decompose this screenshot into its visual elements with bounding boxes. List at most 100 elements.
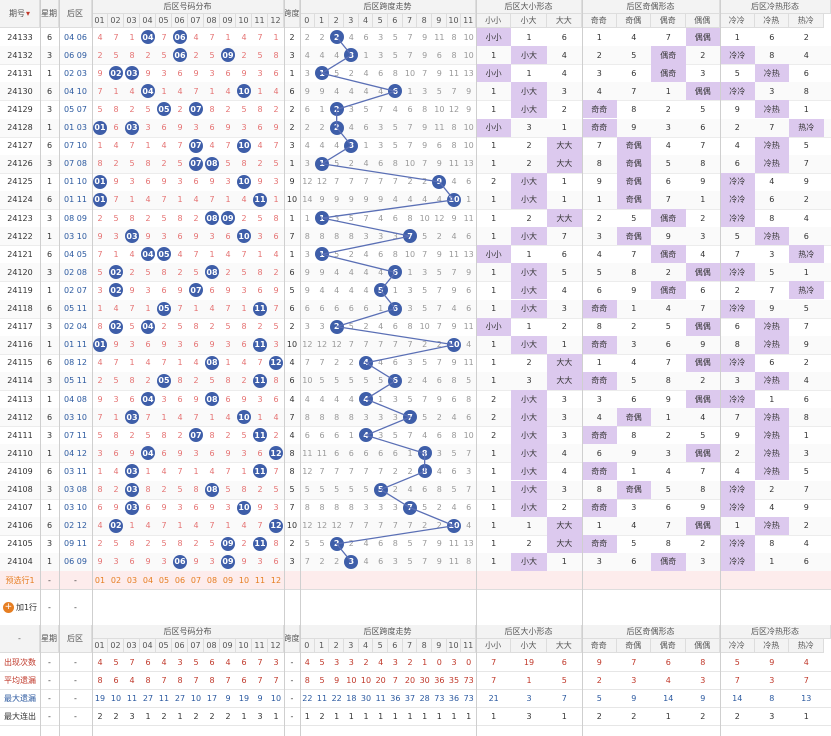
dist-cell: 11 xyxy=(252,535,268,553)
pred-number[interactable]: 05 xyxy=(158,575,170,585)
trend-cell: 4 xyxy=(319,50,325,60)
period-cell[interactable]: 24105 xyxy=(7,539,33,549)
pred-number[interactable]: 08 xyxy=(206,575,218,585)
trend-cell: 4 xyxy=(422,376,428,386)
trend-cell: 3 xyxy=(363,503,369,513)
hot-cell: 冷热 xyxy=(754,516,789,535)
odd-cell: 6 xyxy=(665,340,671,350)
dist-cell: 1 xyxy=(257,412,263,422)
dist-ball: 10 xyxy=(237,174,251,189)
period-cell[interactable]: 24104 xyxy=(7,557,33,567)
size-header: 后区大小形态 xyxy=(476,0,582,14)
period-header[interactable]: 期号▾ xyxy=(0,0,40,28)
trend-col-header: 3 xyxy=(344,639,359,653)
period-cell[interactable]: 24116 xyxy=(7,340,33,350)
pred-number[interactable]: 11 xyxy=(254,575,266,585)
stat-value: 37 xyxy=(404,693,416,703)
period-cell[interactable]: 24118 xyxy=(7,304,33,314)
period-cell[interactable]: 24110 xyxy=(7,448,33,458)
period-cell[interactable]: 24132 xyxy=(7,50,33,60)
period-cell[interactable]: 24123 xyxy=(7,213,33,223)
trend-cell: 4 xyxy=(363,267,369,277)
dist-cell: 4 xyxy=(241,521,247,531)
size-cell: 2 xyxy=(491,412,497,422)
period-cell[interactable]: 24114 xyxy=(7,376,33,386)
stat-value: 2 xyxy=(97,711,103,721)
pred-number[interactable]: 12 xyxy=(270,575,282,585)
stat-value: 7 xyxy=(273,675,279,685)
back-numbers-cell: 04 12 xyxy=(64,448,87,458)
period-cell[interactable]: 24108 xyxy=(7,485,33,495)
dist-cell: 6 xyxy=(257,123,263,133)
sort-down-icon[interactable]: ▾ xyxy=(25,9,30,18)
trend-cell: 1 xyxy=(466,195,472,205)
trend-cell: 14 xyxy=(302,195,313,205)
period-cell[interactable]: 24126 xyxy=(7,159,33,169)
back-numbers-cell: 04 08 xyxy=(64,394,87,404)
period-cell[interactable]: 24124 xyxy=(7,195,33,205)
dist-cell: 3 xyxy=(193,448,199,458)
hot-cell: 冷热 xyxy=(754,462,789,481)
size-cell: 2 xyxy=(526,159,532,169)
dist-cell: 1 xyxy=(241,304,247,314)
pred-number[interactable]: 04 xyxy=(142,575,154,585)
period-cell[interactable]: 24115 xyxy=(7,358,33,368)
trend-col-header: 6 xyxy=(388,639,403,653)
dist-cell: 3 xyxy=(97,285,103,295)
period-cell[interactable]: 24117 xyxy=(7,322,33,332)
period-cell[interactable]: 24128 xyxy=(7,123,33,133)
period-cell[interactable]: 24122 xyxy=(7,231,33,241)
dist-cell: 5 xyxy=(209,376,215,386)
size-cell: 1 xyxy=(491,267,497,277)
period-cell[interactable]: 24127 xyxy=(7,141,33,151)
trend-cell: 3 xyxy=(378,32,384,42)
pred-row-label[interactable]: 预选行1 xyxy=(5,575,35,585)
trend-cell: 6 xyxy=(304,304,310,314)
pred-number[interactable]: 09 xyxy=(222,575,234,585)
dist-cell: 6 xyxy=(161,448,167,458)
stat-value: 8 xyxy=(769,693,775,703)
dist-col-header: 01 xyxy=(92,14,108,28)
pred-number[interactable]: 03 xyxy=(126,575,138,585)
dist-cell: 5 xyxy=(129,322,135,332)
pred-number[interactable]: 06 xyxy=(174,575,186,585)
trend-cell: 2 xyxy=(436,231,442,241)
pred-number[interactable]: 07 xyxy=(190,575,202,585)
trend-cell: 6 xyxy=(388,263,403,281)
pred-number[interactable]: 02 xyxy=(110,575,122,585)
odd-cell: 8 xyxy=(700,159,706,169)
trend-cell: 6 xyxy=(466,412,472,422)
add-row-button[interactable]: +加1行 xyxy=(0,589,40,625)
period-cell[interactable]: 24125 xyxy=(7,177,33,187)
period-cell[interactable]: 24133 xyxy=(7,32,33,42)
period-cell[interactable]: 24106 xyxy=(7,521,33,531)
dist-cell: 6 xyxy=(209,285,215,295)
trend-cell: 2 xyxy=(329,318,344,336)
period-cell[interactable]: 24131 xyxy=(7,68,33,78)
period-cell[interactable]: 24119 xyxy=(7,285,33,295)
period-cell[interactable]: 24130 xyxy=(7,86,33,96)
trend-cell: 12 xyxy=(434,213,445,223)
pred-number[interactable]: 01 xyxy=(94,575,106,585)
period-cell[interactable]: 24109 xyxy=(7,466,33,476)
trend-cell: 6 xyxy=(388,300,403,318)
period-cell[interactable]: 24111 xyxy=(7,430,33,440)
dist-cell: 2 xyxy=(257,322,263,332)
period-cell[interactable]: 24113 xyxy=(7,394,33,404)
dist-cell: 3 xyxy=(257,231,263,241)
period-cell[interactable]: 24107 xyxy=(7,503,33,513)
dist-cell: 6 xyxy=(209,448,215,458)
trend-cell: 4 xyxy=(407,195,413,205)
odd-cell: 2 xyxy=(700,539,706,549)
period-cell[interactable]: 24112 xyxy=(7,412,33,422)
hot-cell: 4 xyxy=(734,466,740,476)
period-header[interactable]: - xyxy=(0,625,40,653)
dist-cell: 5 xyxy=(113,376,119,386)
period-cell[interactable]: 24121 xyxy=(7,249,33,259)
period-cell[interactable]: 24129 xyxy=(7,104,33,114)
trend-cell: 1 xyxy=(304,213,310,223)
plus-icon[interactable]: + xyxy=(2,601,14,613)
dist-cell: 9 xyxy=(161,177,167,187)
period-cell[interactable]: 24120 xyxy=(7,267,33,277)
pred-number[interactable]: 10 xyxy=(238,575,250,585)
